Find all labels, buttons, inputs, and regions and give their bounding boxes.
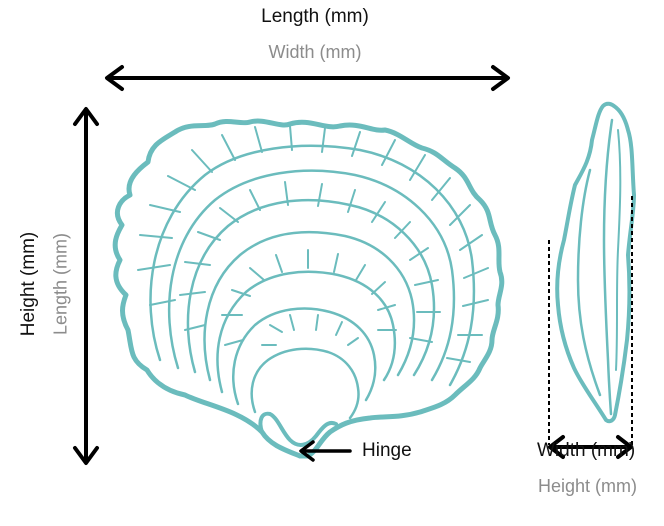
top-width-label: Width (mm): [0, 42, 630, 63]
right-width-label: Width (mm): [537, 440, 635, 462]
top-length-label: Length (mm): [0, 6, 630, 28]
height-arrow-vertical: [75, 109, 97, 463]
length-arrow-horizontal: [107, 67, 508, 89]
left-height-label: Height (mm): [18, 232, 40, 337]
left-length-label: Length (mm): [51, 233, 72, 335]
shell-front-view: [115, 121, 502, 456]
shell-side-view: [557, 104, 634, 421]
hinge-arrow: [301, 442, 350, 460]
hinge-label: Hinge: [362, 440, 412, 462]
right-height-label: Height (mm): [538, 476, 637, 497]
